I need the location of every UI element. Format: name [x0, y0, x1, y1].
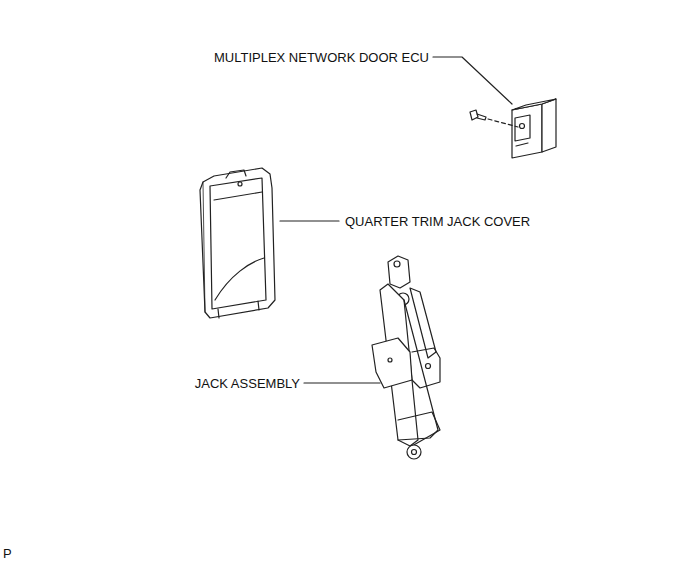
page-mark: P: [3, 546, 12, 561]
leader-line: [304, 382, 380, 383]
part-name: MULTIPLEX NETWORK DOOR ECU: [214, 50, 429, 65]
jack-drawing: [372, 256, 440, 459]
part-name: QUARTER TRIM JACK COVER: [345, 214, 530, 229]
bolt: [470, 110, 518, 127]
leader-line: [280, 220, 339, 221]
leader-line: [433, 57, 512, 104]
part-name: JACK ASSEMBLY: [195, 376, 300, 391]
jack-cover-drawing: [200, 168, 275, 318]
ecu-drawing: [512, 99, 556, 158]
